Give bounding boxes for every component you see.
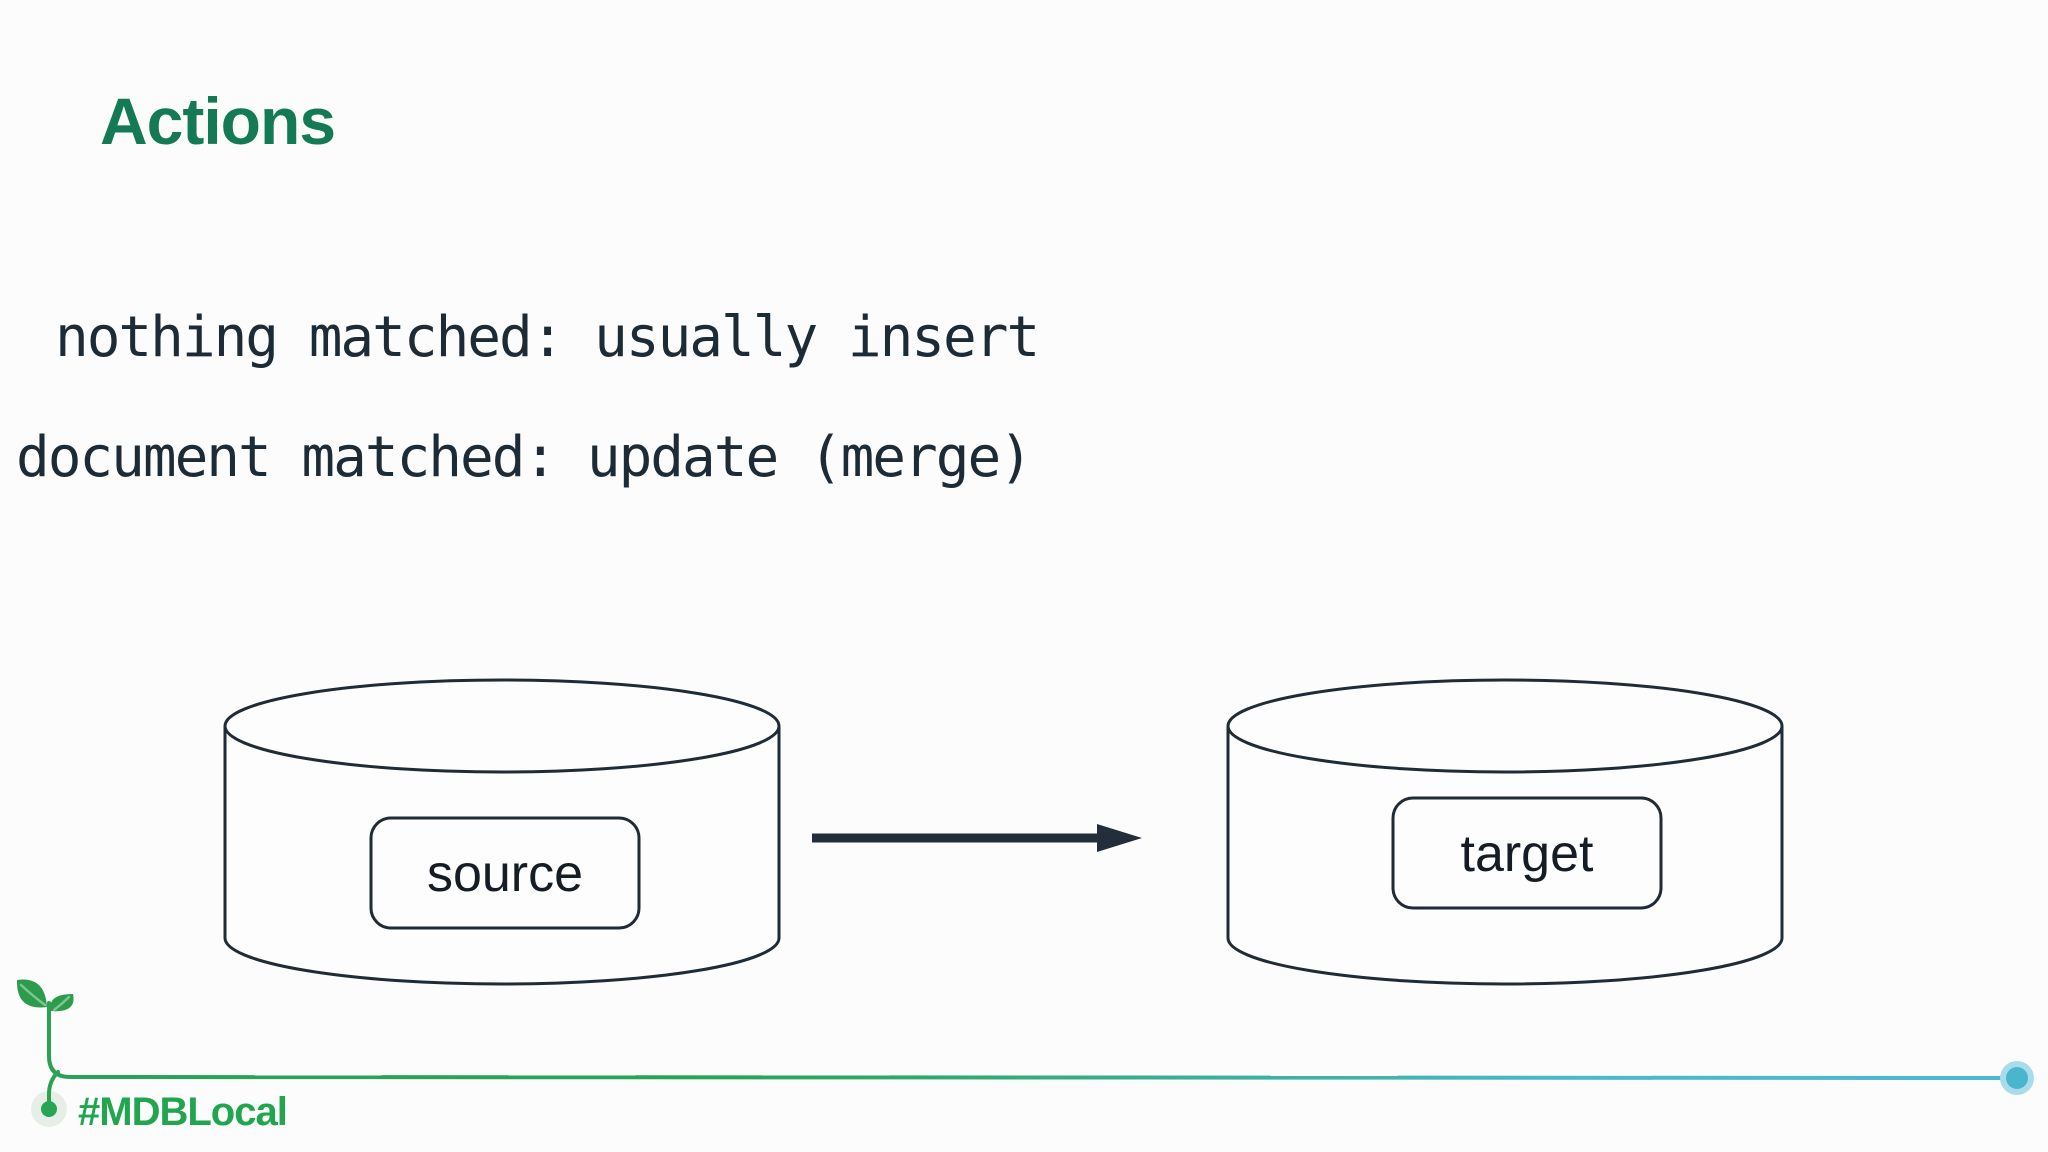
- source-cylinder-top: [223, 678, 781, 774]
- bullet-line-document-matched: document matched: update (merge): [16, 425, 1033, 490]
- sprout-leaf-small-vein: [52, 995, 71, 1012]
- teal-dot: [2006, 1067, 2028, 1089]
- green-dot: [41, 1101, 57, 1117]
- source-database-cylinder: source: [223, 678, 781, 986]
- target-label: target: [1461, 825, 1595, 883]
- slide-title: Actions: [100, 84, 336, 158]
- sprout-leaf-large-vein: [19, 983, 47, 1007]
- footer-rule-line: [69, 1075, 2018, 1080]
- target-label-box: [1391, 796, 1663, 910]
- hashtag-mdblocal: #MDBLocal: [78, 1090, 288, 1134]
- source-label-box: [369, 816, 641, 930]
- target-database-cylinder: target: [1226, 678, 1784, 986]
- sprout-stem-foot: [47, 1070, 60, 1103]
- sprout-stem: [47, 1001, 72, 1079]
- sprout-icon: [16, 979, 74, 1012]
- source-label: source: [427, 845, 583, 903]
- target-cylinder-top: [1226, 678, 1784, 774]
- arrow-head: [1097, 824, 1142, 852]
- bullet-line-nothing-matched: nothing matched: usually insert: [55, 305, 1040, 370]
- arrow-right-icon: [812, 824, 1142, 852]
